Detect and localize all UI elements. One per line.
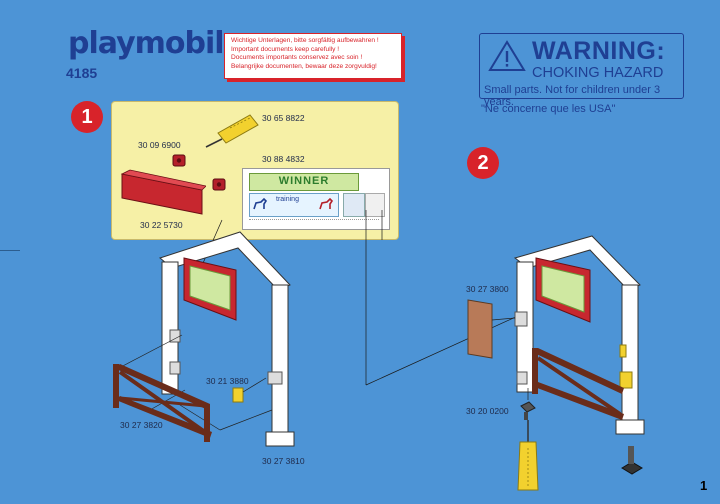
step2-sign-board <box>467 299 516 359</box>
red-sign-board-icon <box>120 169 206 215</box>
parts-list-box: 30 65 8822 30 09 6900 30 22 5730 30 88 4… <box>111 101 399 240</box>
training-sticker-text: training <box>276 196 299 203</box>
warning-triangle-icon <box>488 40 526 71</box>
warning-title: WARNING: <box>532 37 666 65</box>
model-number: 4185 <box>66 65 98 81</box>
warning-body: Small parts. Not for children under 3 ye… <box>484 84 661 108</box>
small-sticker-block-2 <box>365 193 385 217</box>
choking-hazard-warning: WARNING: CHOKING HAZARD Small parts. Not… <box>479 33 684 108</box>
notice-line-de: Wichtige Unterlagen, bitte sorgfältig au… <box>231 37 379 44</box>
label-fence: 30 27 3820 <box>120 420 163 430</box>
warning-subtitle: CHOKING HAZARD <box>532 65 664 81</box>
training-sticker: training <box>249 193 339 217</box>
step2-gate <box>513 235 645 435</box>
step2-foot-piece <box>621 446 643 475</box>
important-documents-notice: Wichtige Unterlagen, bitte sorgfältig au… <box>224 33 402 79</box>
step1-fence <box>113 364 212 442</box>
part-number-red-board: 30 22 5730 <box>140 220 183 230</box>
step2-screwdriver <box>517 420 539 491</box>
page-number: 1 <box>700 478 708 493</box>
horse-icon-2 <box>319 197 334 210</box>
winner-sticker: WINNER <box>249 173 359 191</box>
usa-note: "Ne concerne que les USA" <box>481 103 616 115</box>
part-number-connector: 30 09 6900 <box>138 140 181 150</box>
step1-clip <box>232 377 267 403</box>
connector-piece-icon-2 <box>212 178 226 191</box>
part-number-screwdriver: 30 65 8822 <box>262 113 305 123</box>
label-clip: 30 21 3880 <box>206 376 249 386</box>
label-sign-board: 30 27 3800 <box>466 284 509 294</box>
notice-line-en: Important documents keep carefully ! <box>231 45 340 53</box>
step1-gate <box>114 231 295 447</box>
connector-piece-icon <box>172 154 186 167</box>
notice-line-nl: Belangrijke documenten, bewaar deze zorg… <box>231 62 377 70</box>
part-number-sticker-sheet: 30 88 4832 <box>262 154 305 164</box>
screwdriver-tool-icon <box>205 114 259 148</box>
sticker-sheet: WINNER training <box>242 168 390 230</box>
step2-fence <box>532 348 624 420</box>
label-post: 30 27 3810 <box>262 456 305 466</box>
step2-base-peg <box>520 388 536 420</box>
notice-line-fr: Documents importants conservez avec soin… <box>231 54 363 62</box>
leader-line-3 <box>365 314 521 386</box>
small-sticker-block <box>343 193 365 217</box>
sticker-sheet-footer <box>249 219 379 224</box>
horse-icon <box>253 197 268 210</box>
step-2-badge: 2 <box>467 147 499 179</box>
step-1-badge: 1 <box>71 101 103 133</box>
playmobil-logo: playmobil <box>68 26 225 61</box>
edge-mark <box>0 250 20 251</box>
winner-sticker-text: WINNER <box>278 175 330 187</box>
label-base: 30 20 0200 <box>466 406 509 416</box>
